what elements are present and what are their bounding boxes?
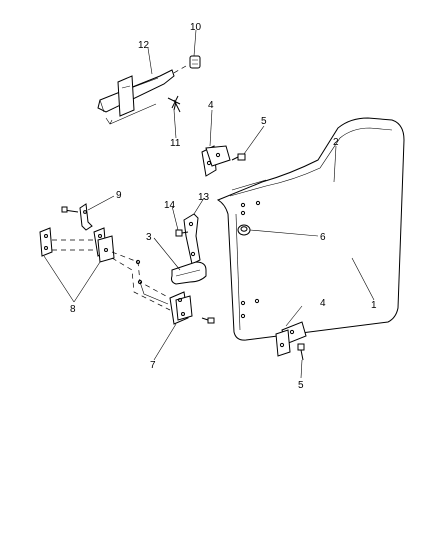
callout-11: 11 (170, 138, 181, 149)
callout-12: 12 (138, 40, 150, 51)
callout-3: 3 (146, 232, 152, 243)
callout-4-lower: 4 (320, 298, 326, 309)
callout-5-lower: 5 (298, 380, 304, 391)
grommet (237, 224, 251, 236)
small-bracket (61, 203, 93, 231)
callout-14: 14 (164, 200, 176, 211)
callout-4-upper: 4 (208, 100, 214, 111)
strap-bracket (183, 213, 201, 265)
assembly-lines (52, 239, 171, 311)
upper-bracket (97, 69, 175, 125)
callout-10: 10 (190, 22, 202, 33)
leader-lines (43, 29, 375, 379)
callout-2: 2 (333, 137, 339, 148)
door-panel (216, 117, 405, 341)
callout-5-upper: 5 (261, 116, 267, 127)
bracket-bolt (175, 229, 189, 237)
door-hinge-half (169, 291, 215, 325)
callout-labels: 1 2 3 4 4 5 5 6 7 8 9 10 11 12 13 14 (70, 22, 377, 391)
callout-8: 8 (70, 304, 76, 315)
body-hinge-pair (39, 227, 115, 263)
callout-9: 9 (116, 190, 122, 201)
callout-6: 6 (320, 232, 326, 243)
check-strap (171, 261, 207, 285)
upper-hinge (201, 145, 231, 177)
callout-13: 13 (198, 192, 210, 203)
screw (167, 95, 181, 113)
callout-7: 7 (150, 360, 156, 371)
upper-bolt (231, 153, 246, 161)
lower-bolt (297, 343, 305, 361)
callout-1: 1 (371, 300, 377, 311)
retaining-clip (171, 55, 201, 75)
lower-hinge (275, 321, 307, 357)
